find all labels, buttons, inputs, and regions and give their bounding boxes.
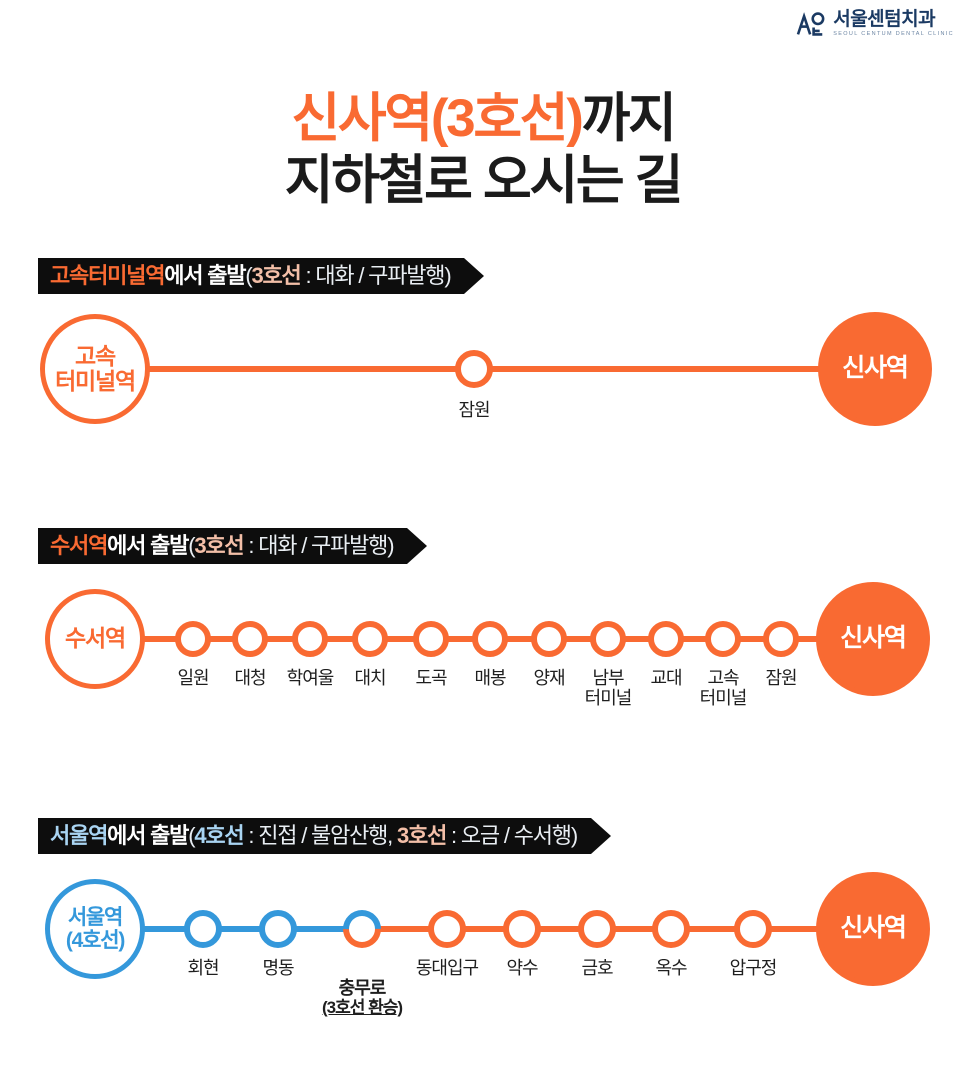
stop-node-maebong[interactable] (472, 621, 508, 657)
terminus-start-label: 고속 터미널역 (55, 342, 136, 394)
page-title-line-1: 신사역(3호선)까지 (0, 88, 966, 151)
section-header-gosok-terminal: 고속터미널역에서 출발(3호선 : 대화 / 구파발행) (38, 258, 485, 294)
section-header-rest: 에서 출발 (107, 533, 189, 558)
page-title-line-2: 지하철로 오시는 길 (284, 151, 684, 211)
route-line-blue (140, 926, 372, 932)
stop-label-ilwon: 일원 (177, 668, 209, 688)
terminus-end-label: 신사역 (842, 354, 909, 383)
stop-node-yangjae[interactable] (531, 621, 567, 657)
stop-label-jamwon: 잠원 (458, 400, 490, 420)
stop-label-yaksu: 약수 (506, 958, 538, 978)
stop-label-gyodae: 교대 (650, 668, 682, 688)
stop-label-maebong: 매봉 (474, 668, 506, 688)
stop-label-hakyeoul: 학여울 (286, 668, 335, 688)
logo-text: 서울센텀치과 SEOUL CENTUM DENTAL CLINIC (833, 10, 954, 38)
route-diagram-suseo: 수서역 일원 대청 학여울 대치 도곡 매봉 양재 남부 터미널 교대 고속 터… (0, 564, 966, 714)
stop-node-gosok-terminal[interactable] (705, 621, 741, 657)
stop-label-geumho: 금호 (581, 958, 613, 978)
stop-node-jamwon[interactable] (763, 621, 799, 657)
terminus-end-sinsa[interactable]: 신사역 (816, 872, 930, 986)
logo-english-name: SEOUL CENTUM DENTAL CLINIC (833, 31, 954, 37)
section-gosok-terminal: 고속터미널역에서 출발(3호선 : 대화 / 구파발행) 고속 터미널역 잠원 … (0, 258, 966, 444)
page-title: 신사역(3호선)까지 지하철로 오시는 길 (0, 88, 966, 213)
stop-node-dogok[interactable] (413, 621, 449, 657)
stop-label-hoehyeon: 회현 (187, 958, 219, 978)
logo-korean-name: 서울센텀치과 (833, 9, 936, 30)
stop-node-geumho[interactable] (578, 910, 616, 948)
section-header-suseo: 수서역에서 출발(3호선 : 대화 / 구파발행) (38, 528, 428, 564)
stop-node-myeongdong[interactable] (259, 910, 297, 948)
section-header-detail-3: : 오금 / 수서행 (446, 823, 572, 848)
terminus-start-gosok-terminal[interactable]: 고속 터미널역 (40, 314, 150, 424)
terminus-start-label: 서울역 (4호선) (65, 905, 126, 952)
section-header-paren-open: ( (188, 823, 195, 848)
section-header-line: 3호선 (194, 533, 244, 558)
stop-node-daechi[interactable] (352, 621, 388, 657)
section-header-paren-open: ( (245, 263, 252, 288)
stop-node-gyodae[interactable] (648, 621, 684, 657)
stop-node-hoehyeon[interactable] (184, 910, 222, 948)
section-header-rest: 에서 출발 (164, 263, 246, 288)
stop-node-chungmuro-transfer[interactable] (335, 902, 389, 956)
section-header-rest: 에서 출발 (107, 823, 189, 848)
stop-label-daecheong: 대청 (234, 668, 266, 688)
terminus-start-suseo[interactable]: 수서역 (45, 589, 145, 689)
section-header-paren-open: ( (188, 533, 195, 558)
stop-label-dogok: 도곡 (415, 668, 447, 688)
section-header-station: 고속터미널역 (50, 263, 165, 288)
stop-node-daecheong[interactable] (232, 621, 268, 657)
brand-logo: 서울센텀치과 SEOUL CENTUM DENTAL CLINIC (796, 10, 954, 38)
section-header-detail: : 대화 / 구파발행 (243, 533, 388, 558)
route-diagram-seoul-station: 서울역 (4호선) 회현 명동 충무로 (3호선 환승) 동대입구 약수 금호 … (0, 854, 966, 1017)
section-suseo: 수서역에서 출발(3호선 : 대화 / 구파발행) 수서역 일원 대청 학여울 … (0, 528, 966, 714)
stop-label-yangjae: 양재 (533, 668, 565, 688)
stop-label-oksu: 옥수 (655, 958, 687, 978)
section-header-seoul-station: 서울역에서 출발(4호선 : 진접 / 불암산행, 3호선 : 오금 / 수서행… (38, 818, 611, 854)
stop-label-daechi: 대치 (354, 668, 386, 688)
section-header-line-3: 3호선 (397, 823, 447, 848)
stop-node-apgujeong[interactable] (734, 910, 772, 948)
stop-node-jamwon[interactable] (455, 350, 493, 388)
stop-node-dongdaeipgu[interactable] (428, 910, 466, 948)
terminus-end-label: 신사역 (840, 624, 907, 653)
section-header-detail: : 대화 / 구파발행 (300, 263, 446, 288)
stop-label-chungmuro: 충무로 (3호선 환승) (312, 958, 412, 1038)
section-header-line: 3호선 (251, 263, 301, 288)
stop-node-hakyeoul[interactable] (292, 621, 328, 657)
section-seoul-station: 서울역에서 출발(4호선 : 진접 / 불암산행, 3호선 : 오금 / 수서행… (0, 818, 966, 1017)
stop-label-apgujeong: 압구정 (729, 958, 778, 978)
stop-label-jamwon: 잠원 (765, 668, 797, 688)
stop-label-nambu-terminal: 남부 터미널 (584, 668, 633, 709)
terminus-end-label: 신사역 (840, 914, 907, 943)
stop-node-nambu-terminal[interactable] (590, 621, 626, 657)
route-diagram-gosok-terminal: 고속 터미널역 잠원 신사역 (0, 294, 966, 444)
stop-label-chungmuro-name: 충무로 (338, 978, 387, 999)
seoul-centum-logo-mark-icon (796, 11, 825, 36)
terminus-end-sinsa[interactable]: 신사역 (818, 312, 932, 426)
terminus-start-seoul-station[interactable]: 서울역 (4호선) (45, 879, 145, 979)
section-header-paren-close: ) (444, 263, 451, 288)
section-header-paren-close: ) (387, 533, 394, 558)
section-header-station: 수서역 (50, 533, 108, 558)
page-title-suffix: 까지 (581, 88, 677, 148)
section-header-detail-4: : 진접 / 불암산행, (243, 823, 398, 848)
stop-label-dongdaeipgu: 동대입구 (415, 958, 479, 978)
terminus-start-label: 수서역 (65, 625, 126, 652)
stop-node-yaksu[interactable] (503, 910, 541, 948)
stop-node-ilwon[interactable] (175, 621, 211, 657)
stop-node-oksu[interactable] (652, 910, 690, 948)
terminus-end-sinsa[interactable]: 신사역 (816, 582, 930, 696)
section-header-paren-close: ) (570, 823, 578, 848)
page-title-highlight: 신사역(3호선) (291, 88, 583, 148)
stop-label-myeongdong: 명동 (262, 958, 294, 978)
section-header-line-4: 4호선 (194, 823, 244, 848)
section-header-station: 서울역 (50, 823, 108, 848)
stop-note-chungmuro-transfer: (3호선 환승) (321, 998, 403, 1018)
stop-label-gosok-terminal: 고속 터미널 (699, 668, 748, 709)
